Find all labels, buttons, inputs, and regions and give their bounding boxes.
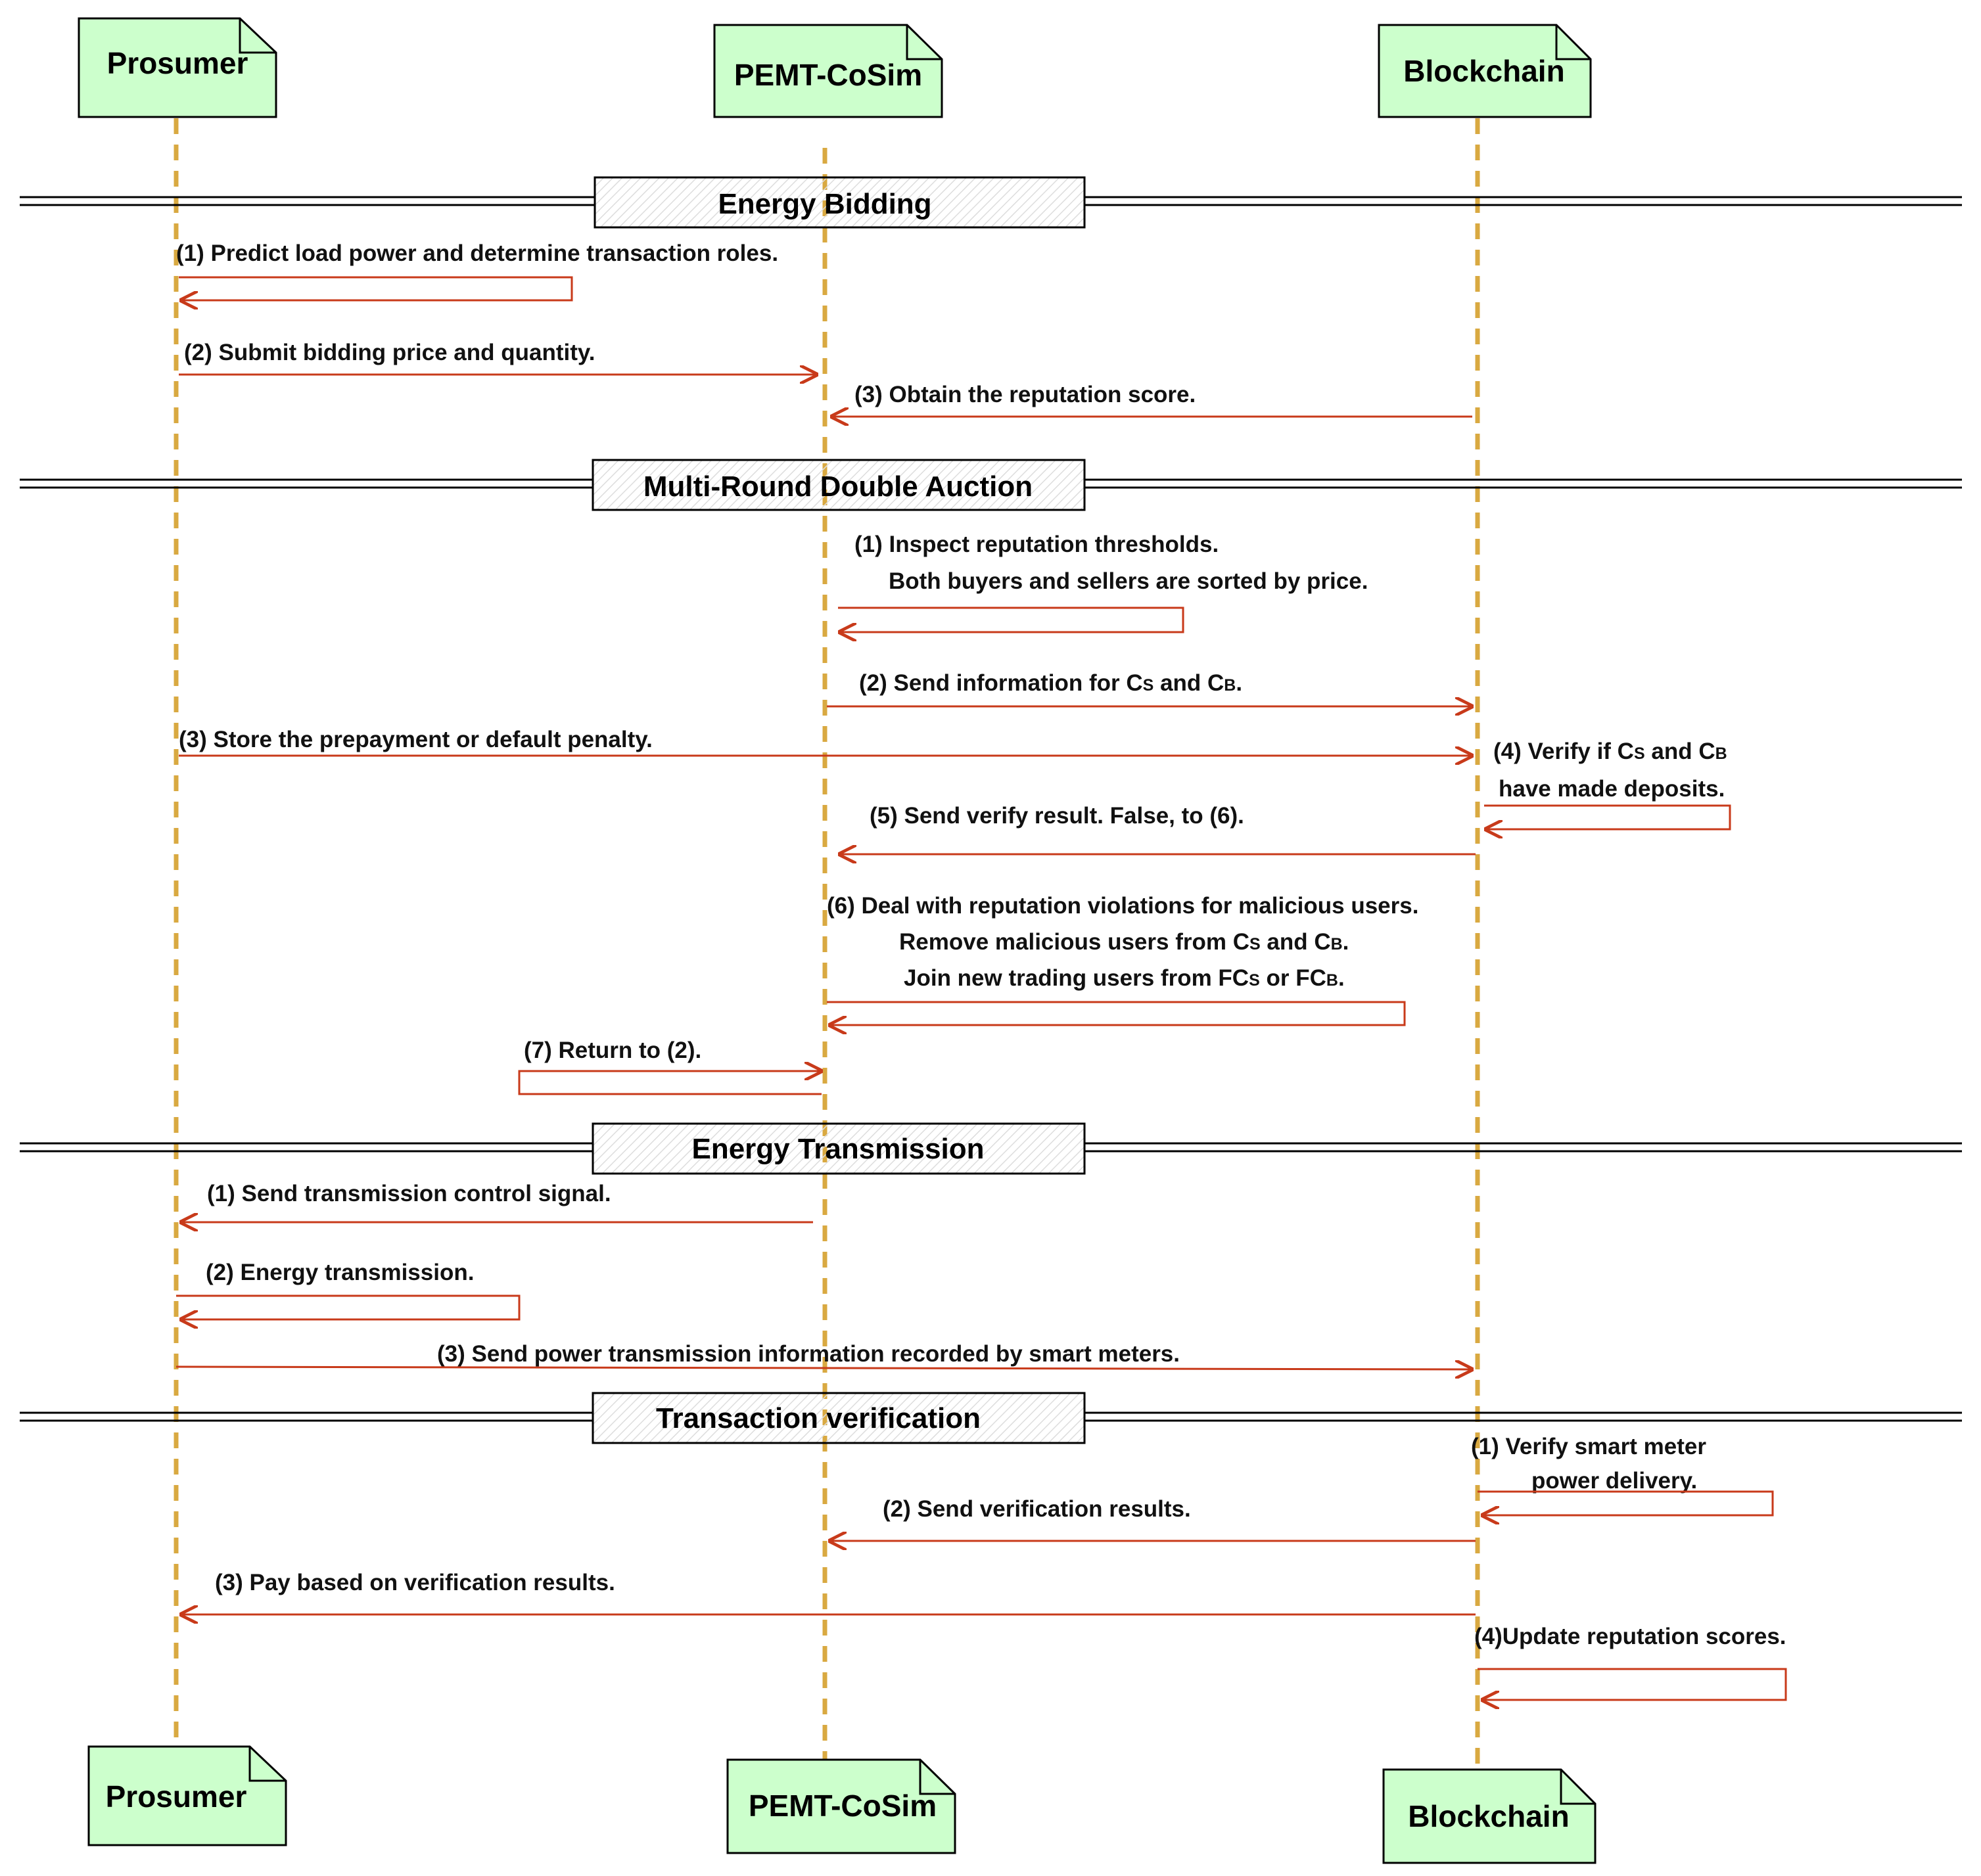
actor-label: Blockchain	[1403, 54, 1564, 88]
phase-title: Energy Bidding	[718, 188, 931, 220]
msg-eb1: (1) Predict load power and determine tra…	[176, 240, 778, 300]
phase-energy-bidding: Energy Bidding	[20, 176, 1962, 229]
phase-title: Energy Transmission	[691, 1133, 984, 1165]
actor-label: Blockchain	[1408, 1799, 1569, 1833]
message-label: (3) Obtain the reputation score.	[854, 382, 1196, 407]
message-label: (2) Energy transmission.	[206, 1260, 474, 1285]
actor-label: PEMT-CoSim	[749, 1789, 937, 1823]
msg-da1: (1) Inspect reputation thresholds. Both …	[838, 532, 1368, 632]
msg-da2: (2) Send information for CS and CB.	[827, 670, 1472, 706]
message-label: (3) Pay based on verification results.	[215, 1570, 615, 1595]
message-label: power delivery.	[1531, 1468, 1697, 1494]
message-label: (7) Return to (2).	[524, 1038, 701, 1063]
actor-pemt-top: PEMT-CoSim	[713, 24, 943, 118]
msg-da4: (4) Verify if CS and CB have made deposi…	[1484, 739, 1731, 829]
message-label: (6) Deal with reputation violations for …	[827, 893, 1418, 919]
message-label: Remove malicious users from CS and CB.	[899, 929, 1349, 955]
actor-prosumer-bottom: Prosumer	[87, 1745, 287, 1846]
msg-tv3: (3) Pay based on verification results.	[181, 1570, 1476, 1614]
actor-prosumer-top: Prosumer	[78, 17, 277, 118]
phase-title: Multi-Round Double Auction	[643, 470, 1033, 503]
msg-da5: (5) Send verify result. False, to (6).	[839, 803, 1476, 854]
message-label: (2) Send verification results.	[883, 1496, 1191, 1522]
msg-et3: (3) Send power transmission information …	[175, 1341, 1472, 1369]
message-label: Both buyers and sellers are sorted by pr…	[889, 568, 1368, 594]
actor-label: PEMT-CoSim	[734, 58, 922, 92]
message-label: (3) Store the prepayment or default pena…	[179, 727, 653, 752]
msg-eb3: (3) Obtain the reputation score.	[831, 382, 1472, 417]
message-label: (2) Send information for CS and CB.	[859, 670, 1242, 696]
phase-energy-transmission: Energy Transmission	[20, 1122, 1962, 1175]
msg-tv4: (4)Update reputation scores.	[1474, 1624, 1787, 1700]
msg-tv2: (2) Send verification results.	[829, 1496, 1476, 1541]
actor-label: Prosumer	[107, 46, 248, 80]
phase-transaction-verification: Transaction verification	[20, 1392, 1962, 1444]
message-label: (1) Predict load power and determine tra…	[176, 240, 778, 266]
message-label: (4) Verify if CS and CB	[1493, 739, 1727, 764]
msg-da3: (3) Store the prepayment or default pena…	[179, 727, 1472, 756]
message-label: (2) Submit bidding price and quantity.	[184, 340, 595, 365]
msg-da7: (7) Return to (2).	[518, 1038, 822, 1095]
msg-eb2: (2) Submit bidding price and quantity.	[179, 340, 817, 375]
message-label: (1) Inspect reputation thresholds.	[854, 532, 1219, 557]
actor-label: Prosumer	[106, 1779, 247, 1814]
actor-blockchain-top: Blockchain	[1378, 24, 1592, 118]
message-label: Join new trading users from FCS or FCB.	[904, 965, 1345, 991]
message-label: (1) Send transmission control signal.	[207, 1181, 611, 1206]
actor-pemt-bottom: PEMT-CoSim	[726, 1758, 956, 1854]
msg-tv1: (1) Verify smart meter power delivery.	[1471, 1434, 1774, 1515]
msg-da6: (6) Deal with reputation violations for …	[827, 893, 1418, 1025]
message-label: have made deposits.	[1499, 776, 1725, 802]
message-label: (1) Verify smart meter	[1471, 1434, 1706, 1459]
message-label: (4)Update reputation scores.	[1474, 1624, 1786, 1649]
message-label: (5) Send verify result. False, to (6).	[870, 803, 1244, 829]
message-label: (3) Send power transmission information …	[437, 1341, 1180, 1367]
phase-title: Transaction verification	[656, 1402, 981, 1434]
msg-et1: (1) Send transmission control signal.	[181, 1181, 813, 1222]
phase-double-auction: Multi-Round Double Auction	[20, 459, 1962, 511]
actor-blockchain-bottom: Blockchain	[1382, 1768, 1596, 1864]
msg-et2: (2) Energy transmission.	[176, 1260, 521, 1319]
